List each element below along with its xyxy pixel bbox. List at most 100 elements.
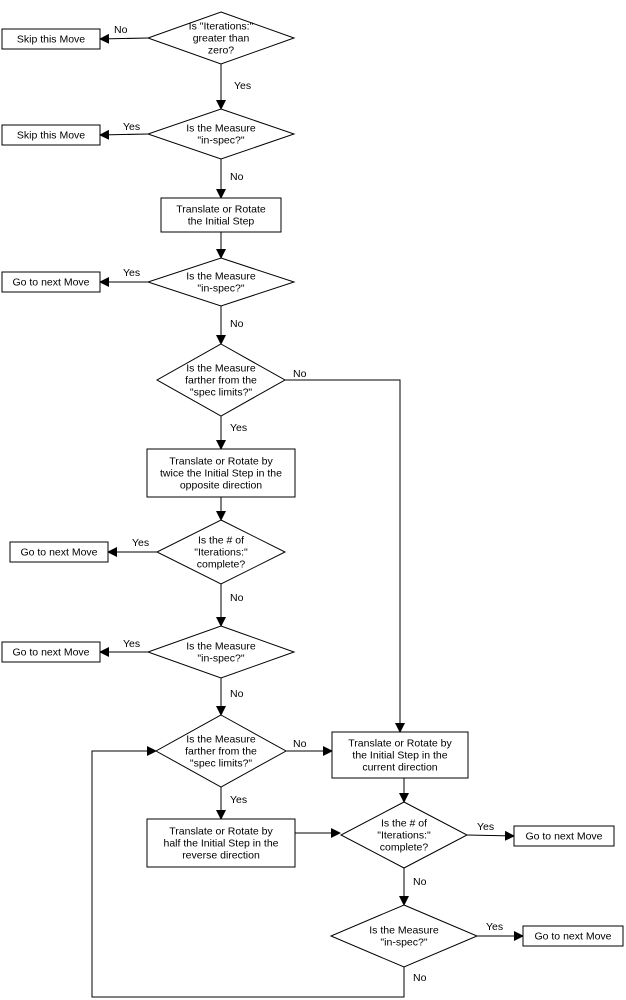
terminal-box: [522, 925, 624, 947]
terminal-box: [1, 28, 101, 50]
node-text-line: "spec limits?": [190, 758, 253, 770]
node-skip1: Skip this Move: [1, 28, 101, 50]
node-next5: Go to next Move: [522, 925, 624, 947]
flowchart-connectors: [91, 33, 524, 998]
node-text-line: Go to next Move: [534, 931, 611, 943]
edge-label: No: [230, 592, 244, 604]
edge-label: No: [230, 688, 244, 700]
node-text-line: Skip this Move: [17, 34, 85, 46]
edge-label: No: [413, 876, 427, 888]
edge-label: Yes: [486, 921, 503, 933]
connector-arrow: [91, 746, 405, 998]
edge-label: Yes: [123, 121, 140, 133]
node-text-line: Translate or Rotate: [176, 204, 266, 216]
node-d3: Is the Measure"in-spec?": [146, 257, 296, 307]
node-next2: Go to next Move: [9, 541, 109, 563]
decision-diamond: [155, 343, 287, 417]
node-text-line: Is the # of: [381, 818, 427, 830]
node-text-line: Is the Measure: [186, 271, 256, 283]
node-next4: Go to next Move: [513, 825, 615, 847]
edge-label: No: [230, 318, 244, 330]
node-next3: Go to next Move: [1, 641, 101, 663]
edge-label: No: [293, 368, 307, 380]
decision-diamond: [146, 11, 296, 65]
connector-arrow: [99, 33, 149, 44]
node-skip2: Skip this Move: [1, 124, 101, 146]
node-text-line: Is the # of: [198, 535, 244, 547]
node-text-line: Translate or Rotate by: [169, 826, 273, 838]
connector-arrow: [99, 129, 149, 140]
node-d9: Is the Measure"in-spec?": [329, 904, 479, 968]
node-text-line: "Iterations:": [377, 830, 431, 842]
process-box: [146, 448, 296, 498]
node-text-line: Is the Measure: [186, 641, 256, 653]
terminal-box: [1, 641, 101, 663]
node-text-line: Is the Measure: [186, 734, 256, 746]
node-d2: Is the Measure"in-spec?": [146, 108, 296, 160]
terminal-box: [513, 825, 615, 847]
node-text-line: Is the Measure: [186, 363, 256, 375]
node-next1: Go to next Move: [1, 271, 101, 293]
decision-diamond: [146, 108, 296, 160]
decision-diamond: [329, 904, 479, 968]
node-text-line: the Initial Step in the: [352, 750, 447, 762]
edge-label: Yes: [123, 267, 140, 279]
node-text-line: Go to next Move: [20, 547, 97, 559]
node-text-line: opposite direction: [180, 480, 262, 492]
terminal-box: [1, 124, 101, 146]
node-text-line: greater than: [193, 33, 250, 45]
edge-label: No: [413, 972, 427, 984]
node-text-line: Is "Iterations:": [189, 21, 254, 33]
node-text-line: Go to next Move: [12, 647, 89, 659]
node-text-line: "in-spec?": [197, 283, 244, 295]
decision-diamond: [146, 625, 296, 679]
edge-label: No: [114, 24, 128, 36]
node-text-line: Is the Measure: [186, 123, 256, 135]
edge-label: Yes: [132, 537, 149, 549]
node-text-line: "in-spec?": [380, 937, 427, 949]
node-d5: Is the # of"Iterations:"complete?: [155, 519, 287, 585]
node-text-line: Skip this Move: [17, 130, 85, 142]
node-text-line: farther from the: [185, 746, 257, 758]
node-text-line: "Iterations:": [194, 547, 248, 559]
node-text-line: reverse direction: [182, 850, 260, 862]
edge-label: Yes: [477, 821, 494, 833]
node-text-line: "in-spec?": [197, 135, 244, 147]
node-text-line: "in-spec?": [197, 653, 244, 665]
edge-label: Yes: [123, 638, 140, 650]
process-box: [146, 818, 296, 868]
node-text-line: complete?: [197, 559, 246, 571]
node-text-line: "spec limits?": [190, 387, 253, 399]
edge-label: Yes: [234, 80, 251, 92]
terminal-box: [9, 541, 109, 563]
edge-label: Yes: [230, 794, 247, 806]
connector-arrow: [285, 379, 405, 733]
node-d8: Is the # of"Iterations:"complete?: [339, 801, 469, 869]
edge-label: Yes: [230, 422, 247, 434]
decision-diamond: [155, 519, 287, 585]
node-text-line: complete?: [380, 842, 429, 854]
node-text-line: twice the Initial Step in the: [160, 468, 282, 480]
node-text-line: half the Initial Step in the: [164, 838, 279, 850]
node-text-line: farther from the: [185, 375, 257, 387]
node-text-line: Go to next Move: [525, 831, 602, 843]
edge-label: No: [293, 738, 307, 750]
process-box: [160, 197, 282, 233]
terminal-box: [1, 271, 101, 293]
node-text-line: zero?: [208, 45, 234, 57]
node-text-line: Is the Measure: [369, 925, 439, 937]
node-text-line: Translate or Rotate by: [169, 456, 273, 468]
connector-arrow: [466, 830, 515, 841]
node-text-line: the Initial Step: [188, 216, 255, 228]
decision-diamond: [339, 801, 469, 869]
decision-diamond: [154, 714, 288, 788]
